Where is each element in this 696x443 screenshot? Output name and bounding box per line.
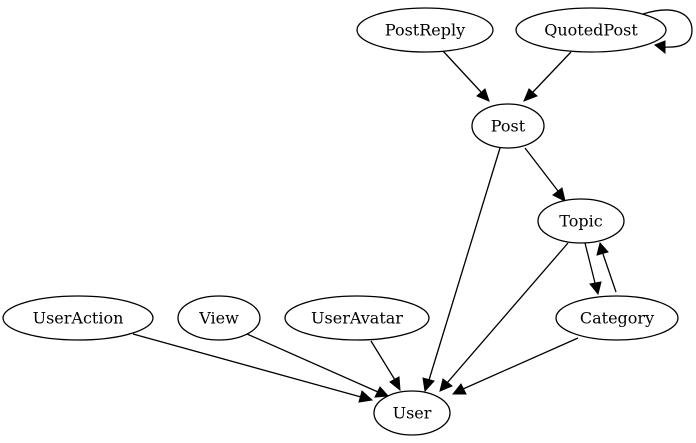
node-label: View	[198, 309, 239, 328]
edge-useravatar-user	[370, 340, 401, 392]
node-label: Category	[580, 309, 654, 328]
node-postreply: PostReply	[356, 7, 494, 53]
edge-post-user	[422, 147, 501, 393]
node-useravatar: UserAvatar	[284, 295, 430, 341]
node-label: Post	[491, 117, 526, 136]
node-view: View	[177, 295, 261, 341]
node-label: Topic	[559, 212, 602, 231]
node-label: UserAction	[33, 309, 124, 328]
edge-quotedpost-post	[523, 51, 572, 102]
edge-useraction-user	[132, 333, 374, 403]
edge-postreply-post	[442, 50, 490, 102]
edge-category-user	[451, 337, 579, 395]
node-topic: Topic	[537, 198, 625, 244]
edge-view-user	[246, 333, 390, 398]
node-category: Category	[555, 295, 679, 341]
node-label: QuotedPost	[544, 21, 638, 40]
edge-topic-category	[584, 242, 602, 296]
edge-topic-user	[439, 242, 569, 392]
node-post: Post	[471, 103, 545, 149]
node-quotedpost: QuotedPost	[515, 7, 667, 53]
node-label: User	[393, 404, 432, 423]
edge-post-topic	[524, 147, 566, 202]
edge-quotedpost-self-loop	[642, 9, 693, 55]
node-useraction: UserAction	[2, 295, 154, 341]
node-user: User	[373, 390, 451, 436]
node-label: PostReply	[385, 21, 465, 40]
node-label: UserAvatar	[311, 309, 403, 328]
edge-category-topic	[596, 241, 617, 293]
